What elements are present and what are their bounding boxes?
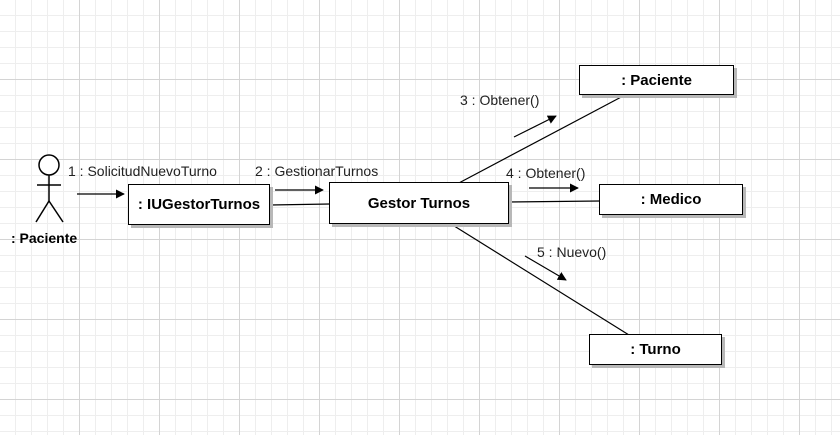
- arrow-message-5: [524, 255, 567, 281]
- link-ui-gestor: [269, 203, 331, 206]
- message-label-5: 5 : Nuevo(): [537, 244, 607, 260]
- object-turno[interactable]: : Turno: [589, 334, 722, 365]
- object-gestor-turnos-label: Gestor Turnos: [367, 194, 471, 212]
- actor-stick-figure[interactable]: [35, 154, 64, 223]
- object-turno-label: : Turno: [630, 341, 681, 358]
- object-gestor-turnos[interactable]: Gestor Turnos: [329, 182, 509, 224]
- object-paciente[interactable]: : Paciente: [579, 65, 734, 95]
- actor-name: : Paciente: [11, 230, 78, 246]
- message-label-4: 4 : Obtener(): [506, 165, 586, 181]
- link-gestor-medico: [507, 200, 601, 203]
- link-gestor-paciente: [456, 94, 626, 185]
- object-medico-label: : Medico: [640, 191, 702, 208]
- object-iu-gestor-turnos-label: : IUGestorTurnos: [137, 196, 261, 213]
- link-gestor-turno: [450, 223, 630, 336]
- object-paciente-label: : Paciente: [621, 71, 692, 89]
- message-label-3: 3 : Obtener(): [460, 92, 540, 108]
- object-medico[interactable]: : Medico: [599, 184, 743, 215]
- object-iu-gestor-turnos[interactable]: : IUGestorTurnos: [128, 184, 270, 225]
- arrow-message-3: [513, 115, 557, 138]
- message-label-2: 2 : GestionarTurnos: [255, 163, 379, 179]
- message-label-1: 1 : SolicitudNuevoTurno: [68, 163, 217, 179]
